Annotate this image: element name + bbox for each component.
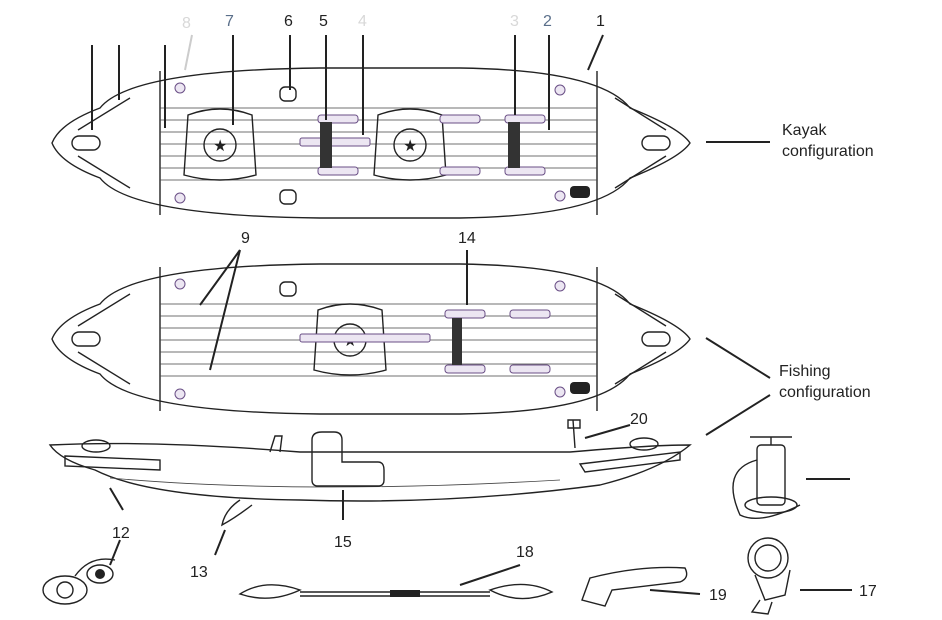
label-7: 7 [225,13,234,30]
kayak-configuration-caption-line2: configuration [782,143,874,160]
pump-accessory [732,436,801,520]
leader-lines [91,34,852,595]
label-13: 13 [190,564,208,581]
label-12: 12 [112,525,130,542]
kayak-configuration-caption-line1: Kayak [782,122,827,139]
label-1: 1 [596,13,605,30]
fishing-configuration-caption-line2: configuration [779,384,871,401]
kayak-configuration-top-view [51,67,691,219]
pressure-gauge-accessory [747,537,791,615]
label-15: 15 [334,534,352,551]
label-14: 14 [458,230,476,247]
label-5: 5 [319,13,328,30]
label-19: 19 [709,587,727,604]
fishing-configuration-top-view [51,263,691,415]
label-20: 20 [630,411,648,428]
label-17: 17 [859,583,877,600]
label-3: 3 [510,13,519,30]
label-6: 6 [284,13,293,30]
fishing-configuration-caption-line1: Fishing [779,363,831,380]
label-18: 18 [516,544,534,561]
label-8: 8 [182,15,191,32]
paddle-accessory [238,583,554,600]
label-4: 4 [358,13,367,30]
fin-accessory [581,566,688,607]
compass-accessory [42,558,116,605]
label-2: 2 [543,13,552,30]
label-9: 9 [241,230,250,247]
kayak-side-view [48,419,692,527]
